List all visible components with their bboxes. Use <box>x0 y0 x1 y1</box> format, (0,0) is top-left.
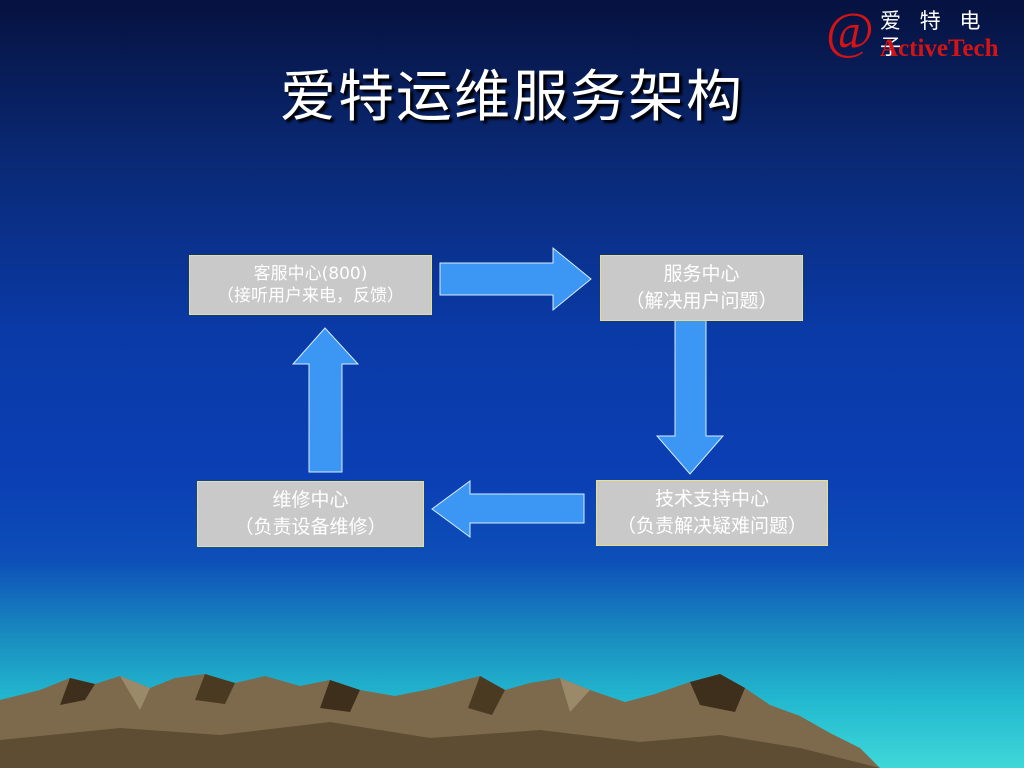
node-repair-center-subtitle: （负责设备维修） <box>234 516 387 538</box>
arrow-down <box>655 319 725 475</box>
slide-title: 爱特运维服务架构 <box>280 65 744 130</box>
node-repair-center-title: 维修中心 <box>272 489 349 511</box>
logo-english-text: ActiveTech <box>880 35 999 62</box>
node-tech-support: 技术支持中心 （负责解决疑难问题） <box>596 480 828 546</box>
node-repair-center: 维修中心 （负责设备维修） <box>197 481 424 547</box>
node-tech-support-subtitle: （负责解决疑难问题） <box>616 515 807 537</box>
node-service-center: 服务中心 （解决用户问题） <box>600 255 803 321</box>
node-tech-support-title: 技术支持中心 <box>654 488 769 510</box>
arrow-up <box>291 327 360 473</box>
at-logo-icon: @ <box>826 3 874 60</box>
arrow-left <box>431 480 585 538</box>
node-customer-service: 客服中心(800) （接听用户来电，反馈） <box>189 255 432 315</box>
logo-chinese-text: 爱 特 电 子 <box>880 9 987 59</box>
node-service-center-subtitle: （解决用户问题） <box>625 290 778 312</box>
node-customer-service-subtitle: （接听用户来电，反馈） <box>217 286 404 306</box>
node-customer-service-title: 客服中心(800) <box>253 264 368 284</box>
arrow-right <box>439 246 592 312</box>
node-service-center-title: 服务中心 <box>663 263 740 285</box>
